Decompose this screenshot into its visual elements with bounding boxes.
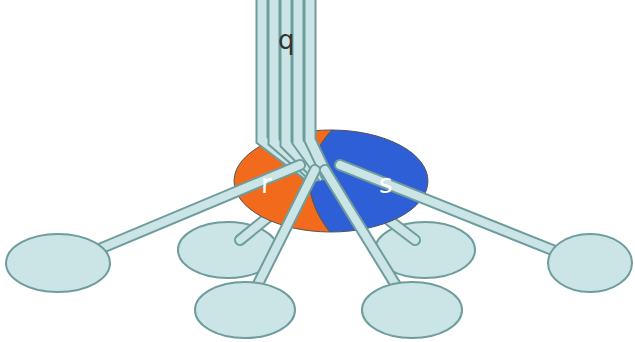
front-stalks xyxy=(85,165,565,300)
front-discs xyxy=(6,234,632,338)
tube-label: q xyxy=(278,27,295,53)
region-label: r xyxy=(261,171,272,197)
region-label: s xyxy=(379,171,393,197)
tube-bundle xyxy=(262,0,328,178)
